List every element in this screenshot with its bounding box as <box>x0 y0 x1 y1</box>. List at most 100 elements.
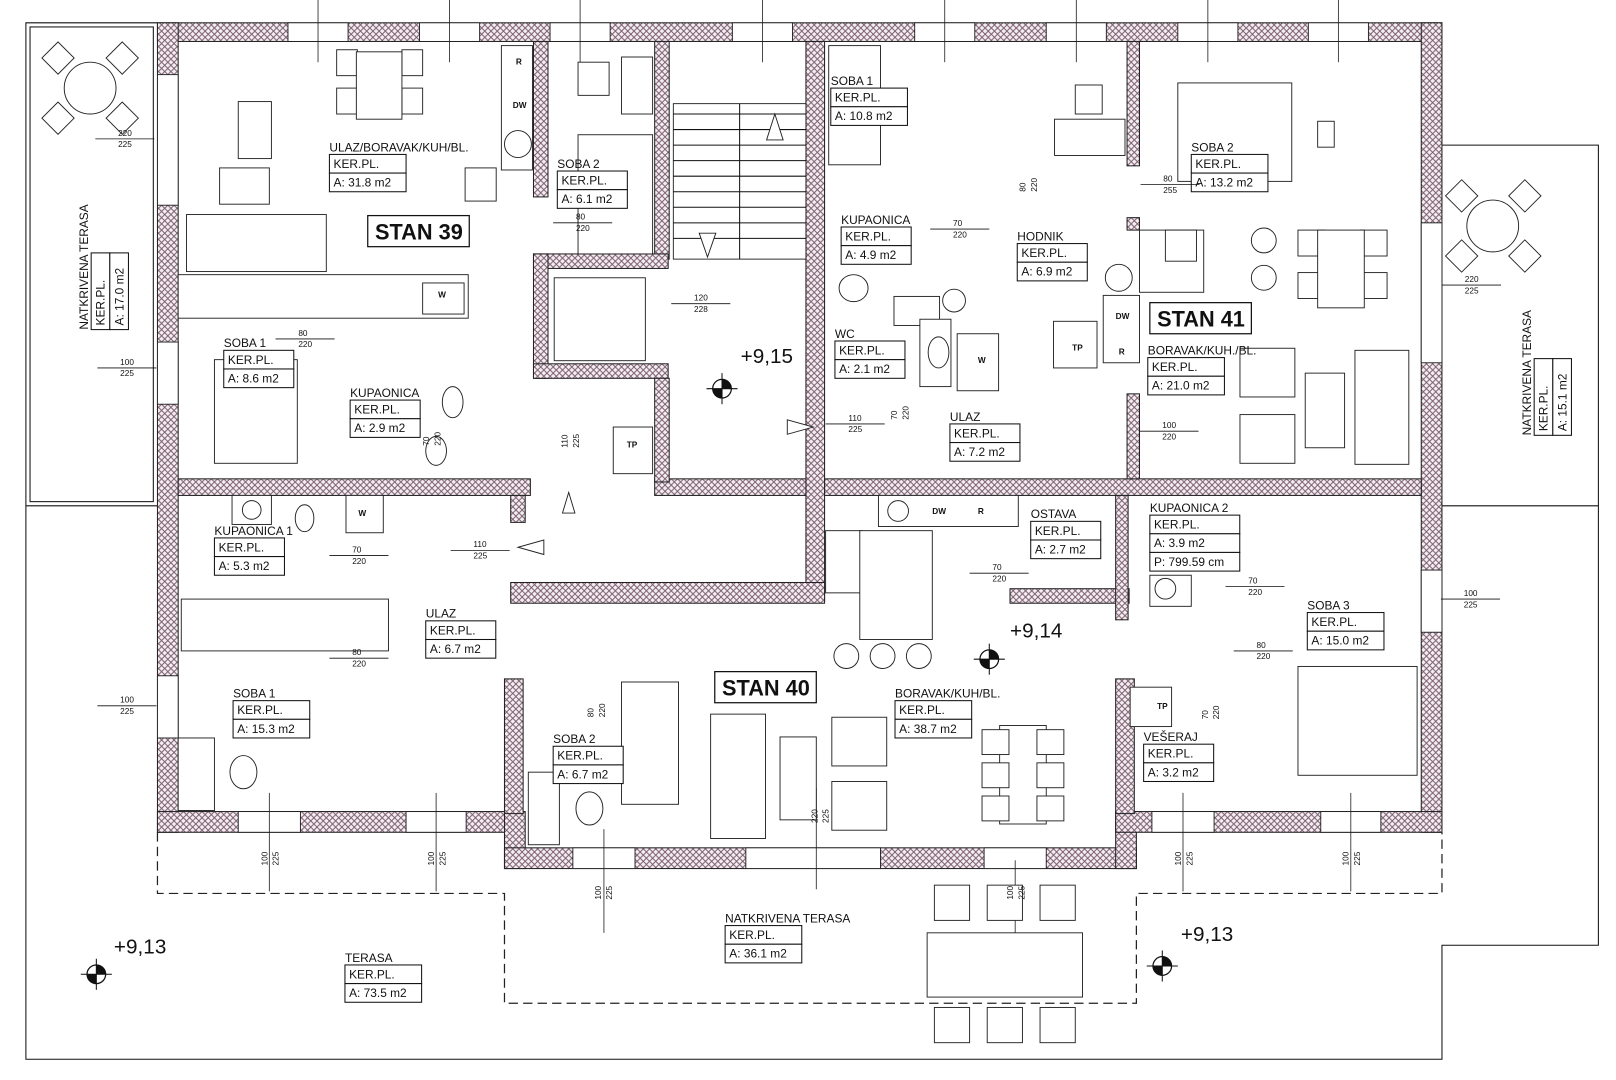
room-floor: KER.PL. <box>349 967 395 981</box>
room-floor: KER.PL. <box>729 928 775 942</box>
room-label-cell <box>1016 261 1088 282</box>
room-floor: KER.PL. <box>561 173 607 187</box>
dimension-height: 225 <box>438 851 447 865</box>
room-label-cell <box>1030 539 1102 560</box>
appliance-label: TP <box>1072 343 1083 352</box>
room-area: A: 13.2 m2 <box>1195 176 1253 190</box>
room-label-cell <box>949 442 1021 462</box>
appliance-label: W <box>978 356 986 365</box>
room-floor: KER.PL. <box>1537 385 1551 431</box>
appliance-label: DW <box>513 101 527 110</box>
appliance-label: R <box>1119 347 1125 356</box>
room-label-cell <box>1552 358 1572 436</box>
dimension-width: 80 <box>1019 182 1028 192</box>
room-floor: KER.PL. <box>839 343 885 357</box>
room-name: SOBA 3 <box>1307 598 1350 612</box>
dimension-width: 80 <box>576 213 586 222</box>
room-label-cell <box>328 172 407 193</box>
room-area: A: 7.2 m2 <box>954 445 1005 459</box>
dimension-height: 225 <box>1465 286 1479 295</box>
appliance-label: W <box>358 509 366 518</box>
room-floor: KER.PL. <box>1195 157 1241 171</box>
dimension-height: 220 <box>598 703 607 717</box>
room-area: A: 10.8 m2 <box>835 109 893 123</box>
level-marker-icon <box>80 958 112 990</box>
dimension-width: 100 <box>120 696 134 705</box>
dimension-width: 220 <box>810 809 819 823</box>
room-label: BORAVAK/KUH/BL.KER.PL.A: 38.7 m2 <box>894 687 1000 739</box>
room-area: A: 36.1 m2 <box>729 947 787 961</box>
staircase <box>553 103 807 362</box>
room-name: KUPAONICA 2 <box>1150 501 1229 515</box>
room-floor: KER.PL. <box>1311 615 1357 629</box>
room-area: A: 6.7 m2 <box>557 767 608 781</box>
room-name: NATKRIVENA TERASA <box>725 911 850 925</box>
room-label: BORAVAK/KUH./BL.KER.PL.A: 21.0 m2 <box>1147 343 1257 396</box>
room-name: KUPAONICA 1 <box>214 524 293 538</box>
level-marker-icon <box>1146 950 1178 982</box>
room-area: A: 2.1 m2 <box>839 362 890 376</box>
room-name: ULAZ <box>426 607 456 621</box>
room-label-cell <box>834 359 906 379</box>
dimension-width: 70 <box>953 219 963 228</box>
appliance-label: W <box>438 290 446 299</box>
room-floor: KER.PL. <box>1152 360 1198 374</box>
room-label: SOBA 2 KER.PL. A: 6.1 m2 <box>556 157 628 209</box>
apartment-title-box <box>367 214 470 248</box>
appliance-label: DW <box>1116 312 1130 321</box>
room-name: SOBA 1 <box>224 336 267 350</box>
dimension-width: 70 <box>352 545 362 554</box>
room-area: A: 2.9 m2 <box>354 421 405 435</box>
room-floor: KER.PL. <box>1148 747 1194 761</box>
level-marker-text: +9,13 <box>1181 923 1233 946</box>
room-floor: KER.PL. <box>1035 524 1081 538</box>
dimension-width: 100 <box>260 851 269 865</box>
room-name: KUPAONICA <box>350 386 419 400</box>
room-floor: KER.PL. <box>1021 246 1067 260</box>
dimension-width: 110 <box>848 414 862 423</box>
room-floor: KER.PL. <box>899 703 945 717</box>
dimension-height: 225 <box>572 434 581 448</box>
level-marker-text: +9,14 <box>1010 619 1062 642</box>
room-name: BORAVAK/KUH./BL. <box>1148 343 1257 357</box>
dimension-width: 100 <box>1174 851 1183 865</box>
room-name: NATKRIVENA TERASA <box>77 204 91 329</box>
level-marker-text: +9,13 <box>114 936 166 959</box>
room-area: A: 3.2 m2 <box>1148 765 1199 779</box>
dimension-width: 220 <box>1465 275 1479 284</box>
level-marker-icon <box>973 643 1005 675</box>
dimension-width: 100 <box>120 358 134 367</box>
room-label-cell <box>1190 172 1269 193</box>
dimension-height: 225 <box>120 707 134 716</box>
apartment-title: STAN 41 <box>1157 306 1245 331</box>
dimension-height: 225 <box>272 851 281 865</box>
room-label-cell <box>232 718 311 739</box>
room-area: A: 6.1 m2 <box>561 192 612 206</box>
dimension-width: 100 <box>427 851 436 865</box>
dimension-width: 110 <box>473 540 487 549</box>
room-area: A: 15.0 m2 <box>1311 634 1369 648</box>
room-area: A: 15.1 m2 <box>1555 373 1569 431</box>
dimension-width: 100 <box>1162 421 1176 430</box>
room-label-cell <box>1306 630 1385 651</box>
room-name: SOBA 2 <box>557 157 600 171</box>
